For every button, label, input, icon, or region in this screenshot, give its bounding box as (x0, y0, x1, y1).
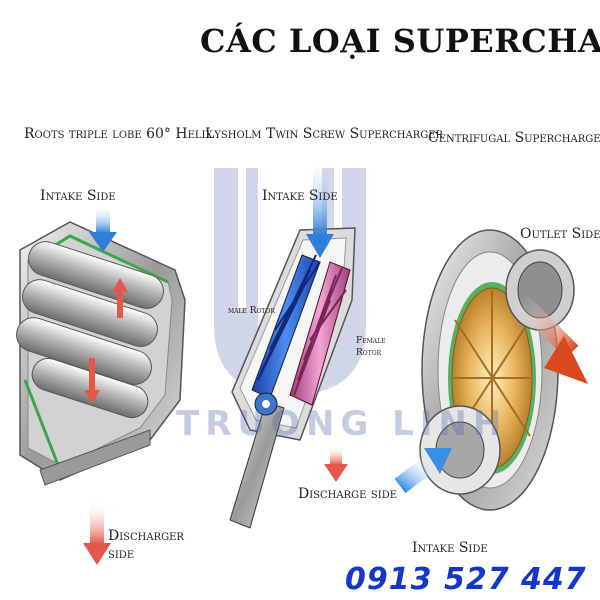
male-rotor-label: male Rotor (228, 306, 275, 316)
lysholm-heading: Lysholm Twin Screw Supercharger (205, 126, 444, 142)
roots-intake-label: Intake Side (40, 188, 116, 204)
centrifugal-heading: Centrifugal Supercharger (428, 130, 600, 146)
roots-heading: Roots triple lobe 60° Helix (24, 126, 213, 142)
page-title: CÁC LOẠI SUPERCHARGER (200, 22, 600, 60)
lysholm-supercharger-illustration (229, 155, 356, 529)
centrifugal-supercharger-illustration (394, 229, 588, 511)
watermark-text: TRUONG LINH (176, 404, 508, 444)
lysholm-discharge-label: Discharge side (298, 486, 398, 502)
female-rotor-label-line1: Female (356, 336, 386, 346)
contact-phone[interactable]: 0913 527 447 (345, 562, 587, 597)
roots-discharge-label-line2: side (108, 546, 135, 562)
roots-supercharger-illustration (16, 205, 186, 565)
roots-discharge-label-line1: Discharger (108, 528, 184, 544)
female-rotor-label-line2: Rotor (356, 348, 382, 358)
centrifugal-outlet-label: Outlet Side (520, 226, 600, 242)
lysholm-intake-label: Intake Side (262, 188, 338, 204)
centrifugal-intake-label: Intake Side (412, 540, 488, 556)
